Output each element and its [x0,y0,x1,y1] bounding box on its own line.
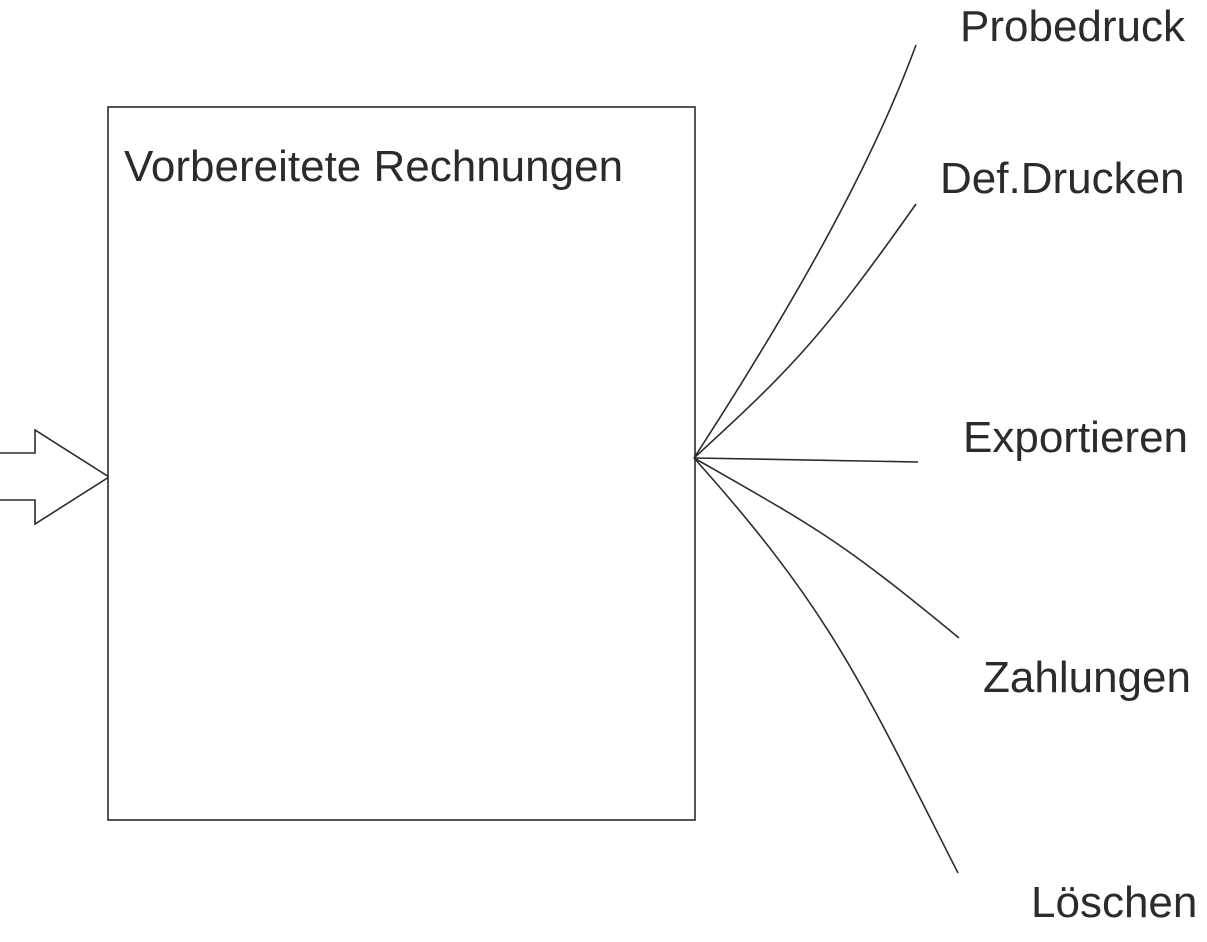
connector-exportieren [693,457,919,463]
input-arrow [0,428,111,526]
connector-loeschen [693,457,959,874]
box-title: Vorbereitete Rechnungen [124,142,623,191]
output-label-probedruck: Probedruck [960,2,1186,51]
output-label-def-drucken: Def.Drucken [940,154,1185,203]
connector-probedruck [693,44,917,459]
output-label-exportieren: Exportieren [963,413,1188,462]
prepared-invoices-box [107,106,696,821]
output-label-loeschen: Löschen [1031,878,1197,927]
connector-def-drucken [693,203,917,459]
output-label-zahlungen: Zahlungen [983,653,1191,702]
connector-zahlungen [693,457,960,639]
